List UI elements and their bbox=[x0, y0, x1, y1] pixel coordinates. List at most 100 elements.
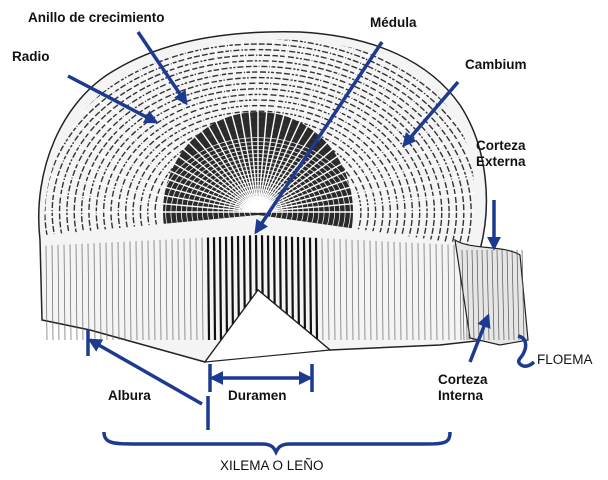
wood-grain-line bbox=[435, 243, 438, 341]
wood-grain-line bbox=[99, 242, 102, 341]
wood-grain-line bbox=[321, 238, 324, 341]
label-corteza-externa-line1: Corteza bbox=[476, 138, 526, 153]
label-cambium: Cambium bbox=[465, 57, 527, 72]
label-radio: Radio bbox=[12, 49, 50, 64]
wood-grain-line bbox=[387, 241, 390, 341]
wood-grain-line bbox=[147, 240, 150, 341]
arrow-corteza-interna bbox=[468, 313, 491, 363]
wood-grain-line bbox=[339, 239, 342, 341]
wood-grain-line bbox=[453, 244, 456, 341]
bark-line bbox=[461, 249, 465, 341]
wood-grain-line bbox=[171, 239, 174, 341]
label-medula: Médula bbox=[370, 15, 417, 30]
wood-grain-line bbox=[369, 240, 372, 341]
wood-grain-line bbox=[117, 241, 120, 341]
wood-grain-line bbox=[159, 239, 162, 341]
medullary-ray bbox=[212, 39, 259, 213]
wood-grain-line bbox=[333, 238, 336, 341]
label-corteza-externa: Corteza Externa bbox=[476, 138, 526, 170]
bark-line bbox=[471, 249, 475, 341]
medullary-ray bbox=[257, 188, 475, 213]
wood-grain-line bbox=[105, 242, 108, 341]
v-notch bbox=[203, 289, 332, 363]
label-corteza-externa-line2: Externa bbox=[476, 154, 526, 169]
wood-grain-line bbox=[201, 237, 204, 341]
wood-grain-line bbox=[153, 240, 156, 341]
annotation-arrows bbox=[67, 31, 536, 456]
medullary-ray bbox=[257, 39, 348, 213]
wood-grain-line bbox=[206, 237, 211, 341]
wood-grain-line bbox=[135, 241, 138, 341]
wood-grain-line bbox=[447, 244, 450, 341]
wood-grain-line bbox=[405, 242, 408, 341]
wood-grain-line bbox=[302, 237, 307, 341]
medullary-ray bbox=[257, 166, 475, 213]
wood-grain-line bbox=[51, 245, 54, 341]
medullary-ray bbox=[257, 39, 369, 213]
wood-grain-line bbox=[123, 241, 126, 341]
wood-grain-line bbox=[63, 244, 66, 341]
wood-grain-line bbox=[224, 236, 229, 341]
medullary-ray bbox=[127, 39, 259, 213]
wood-grain-line bbox=[381, 241, 384, 341]
medullary-ray bbox=[257, 39, 282, 213]
wood-grain-line bbox=[393, 241, 396, 341]
wood-grain-line bbox=[75, 244, 78, 341]
bark-line bbox=[491, 249, 495, 341]
label-duramen: Duramen bbox=[228, 388, 287, 403]
wood-grain-line bbox=[327, 238, 330, 341]
wood-grain-line bbox=[45, 245, 48, 341]
wood-grain-line bbox=[423, 243, 426, 341]
wood-grain-line bbox=[314, 237, 319, 341]
medullary-ray bbox=[257, 39, 389, 213]
wood-grain-line bbox=[441, 244, 444, 341]
wood-grain-line bbox=[195, 238, 198, 341]
wood-grain-line bbox=[183, 238, 186, 341]
bark-line bbox=[506, 249, 510, 341]
wood-grain-line bbox=[165, 239, 168, 341]
wood-grain-line bbox=[230, 236, 235, 341]
floema-bracket bbox=[516, 334, 536, 368]
arrow-albura bbox=[87, 338, 203, 406]
bark-line bbox=[521, 249, 525, 341]
wood-grain-line bbox=[111, 242, 114, 341]
wood-grain-line bbox=[81, 243, 84, 341]
bark-line bbox=[466, 249, 470, 341]
wood-grain-line bbox=[308, 237, 313, 341]
wood-grain-line bbox=[296, 236, 301, 341]
arrow-cambium bbox=[402, 80, 460, 148]
wood-grain-line bbox=[93, 243, 96, 341]
wood-grain-line bbox=[351, 239, 354, 341]
xilema-brace bbox=[102, 431, 452, 456]
wood-grain-line bbox=[87, 243, 90, 341]
wood-grain-line bbox=[57, 244, 60, 341]
wood-grain-line bbox=[411, 242, 414, 341]
wood-grain-line bbox=[363, 240, 366, 341]
wood-grain-line bbox=[357, 239, 360, 341]
label-corteza-interna: Corteza Interna bbox=[438, 372, 488, 404]
bark-line bbox=[501, 249, 505, 341]
medullary-ray bbox=[108, 39, 259, 213]
wood-grain-line bbox=[212, 237, 217, 341]
medullary-ray bbox=[257, 39, 326, 213]
label-floema: FLOEMA bbox=[537, 352, 593, 367]
medullary-ray bbox=[190, 39, 259, 213]
medullary-ray bbox=[257, 144, 475, 213]
bark-line bbox=[496, 249, 500, 341]
arrow-radio bbox=[67, 74, 159, 124]
wood-grain-line bbox=[189, 238, 192, 341]
medullary-ray bbox=[44, 188, 259, 213]
wood-grain-line bbox=[129, 241, 132, 341]
medullary-ray bbox=[257, 101, 475, 213]
medullary-ray bbox=[147, 39, 259, 213]
wood-grain-line bbox=[429, 243, 432, 341]
arrow-anillo bbox=[136, 31, 188, 106]
label-albura: Albura bbox=[108, 388, 151, 403]
label-anillo-de-crecimiento: Anillo de crecimiento bbox=[28, 10, 165, 25]
wood-grain-line bbox=[345, 239, 348, 341]
wood-grain-line bbox=[399, 242, 402, 341]
wood-grain-line bbox=[417, 242, 420, 341]
medullary-ray bbox=[257, 122, 475, 213]
